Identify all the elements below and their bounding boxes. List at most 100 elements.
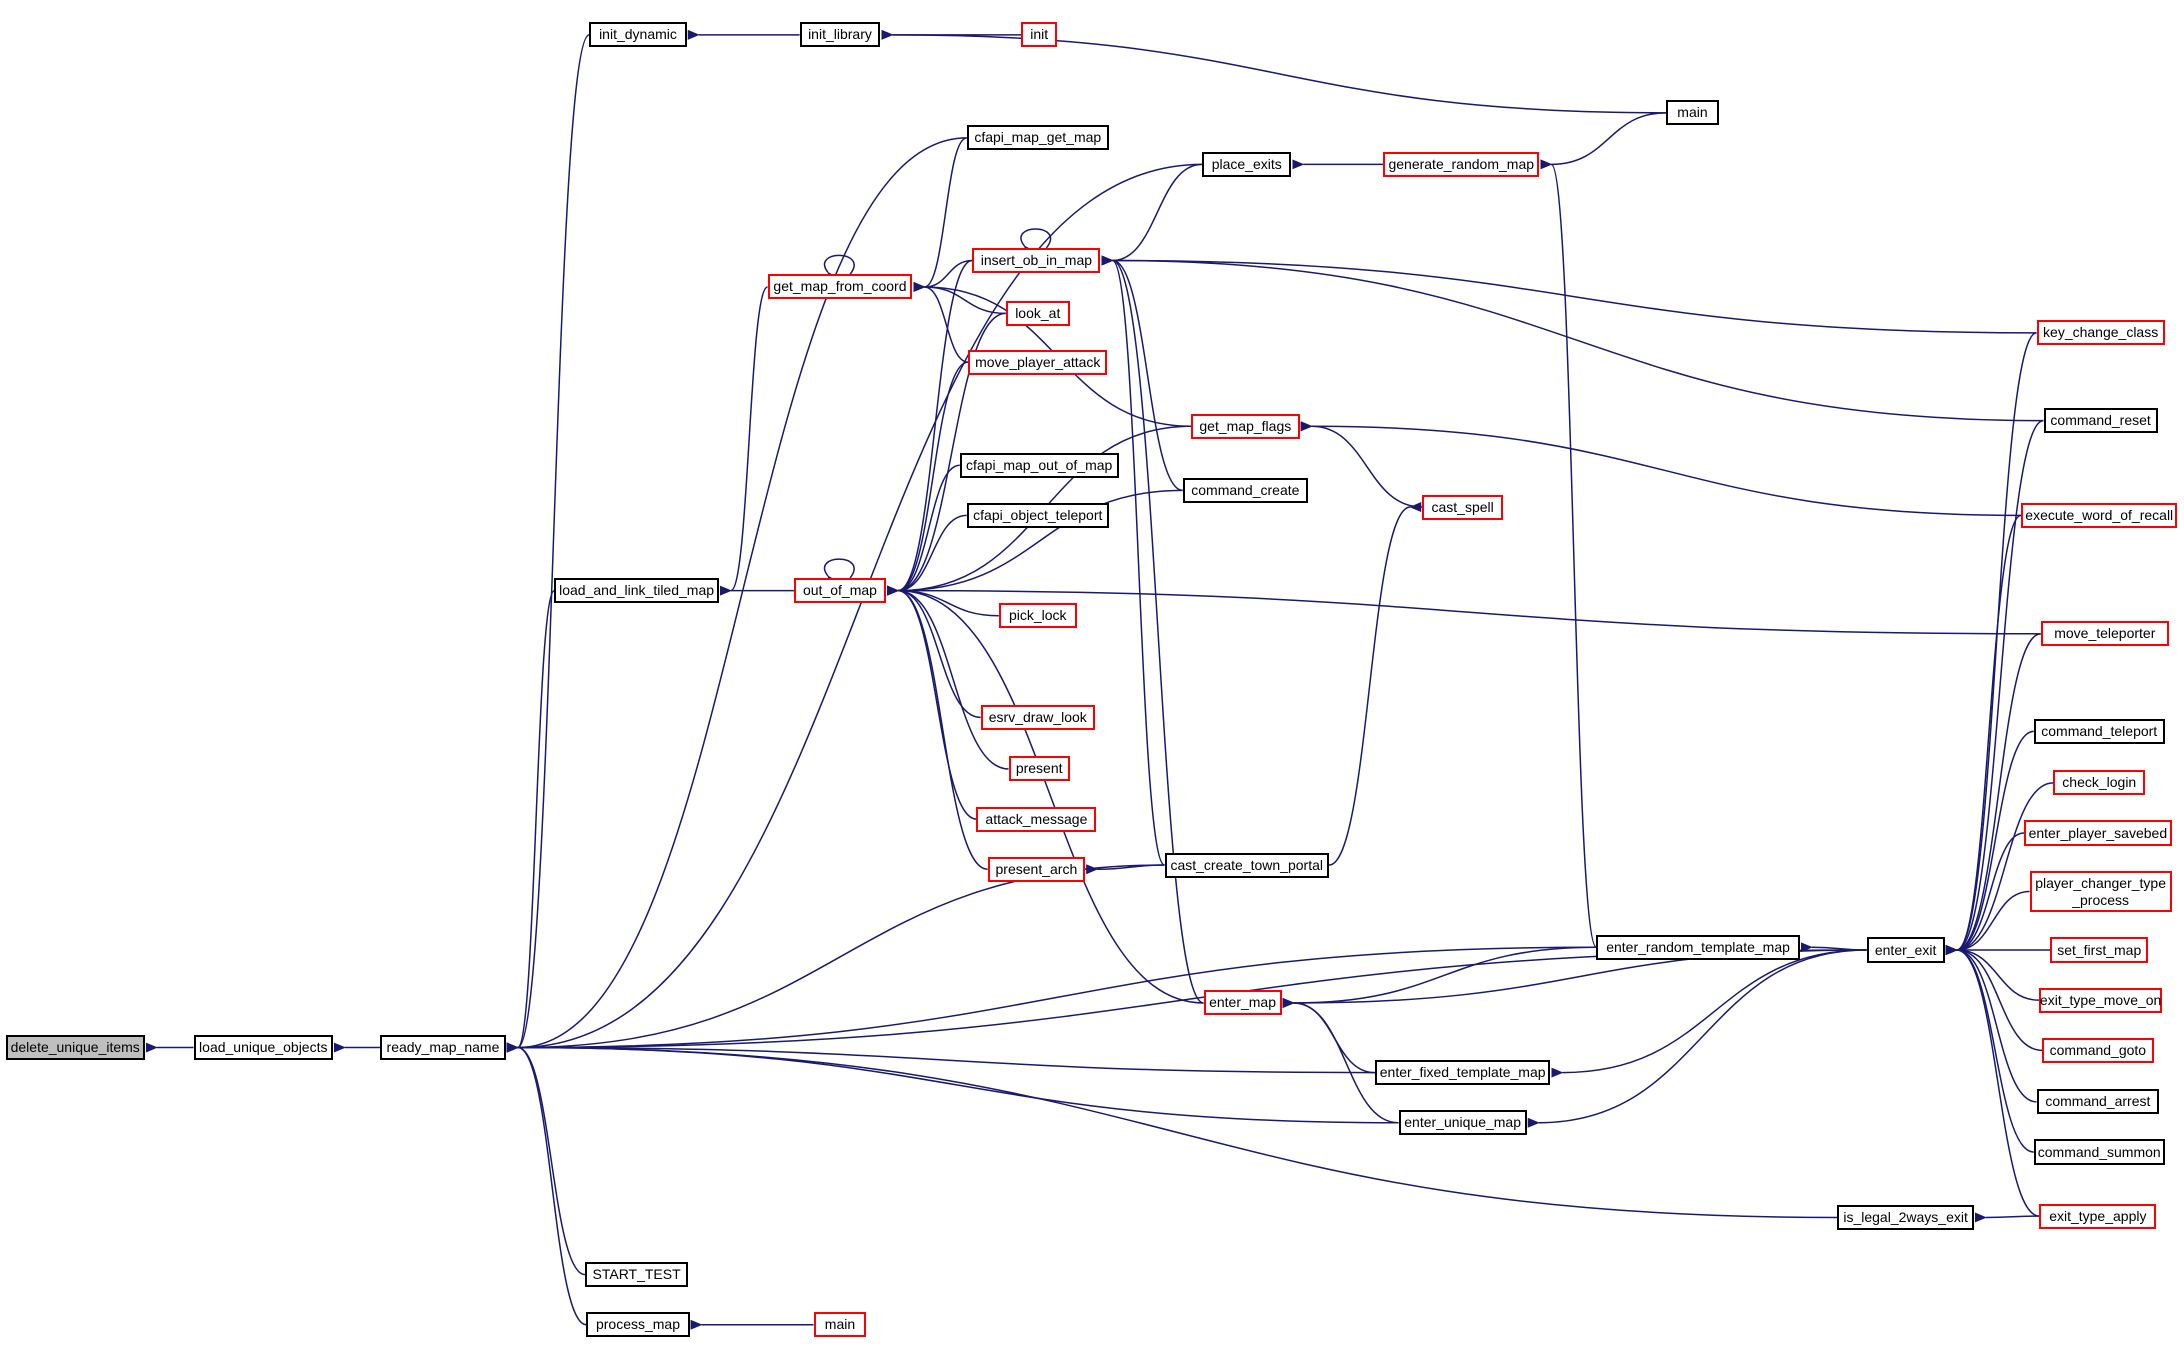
edge-insert-ob-in-map-to-out-of-map [886,259,973,596]
edge-look-at-to-out-of-map [886,312,1006,596]
edge-command-create-to-insert-ob-in-map [1101,255,1183,492]
edge-load-and-link-tiled-map-to-ready-map-name [506,589,556,1053]
node-enter-random-template-map[interactable]: enter_random_template_map [1596,934,1800,960]
edge-get-map-from-coord-to-get-map-from-coord [823,254,855,285]
edge-enter-map-to-insert-ob-in-map [1101,255,1204,1004]
node-attack-message[interactable]: attack_message [976,806,1097,832]
node-START-TEST[interactable]: START_TEST [585,1262,689,1288]
node-move-player-attack[interactable]: move_player_attack [968,349,1108,375]
node-cfapi-map-get-map[interactable]: cfapi_map_get_map [966,125,1109,151]
node-enter-exit[interactable]: enter_exit [1866,937,1945,963]
edge-cfapi-map-get-map-to-ready-map-name [506,137,967,1053]
edge-enter-random-template-map-to-generate-random-map [1540,158,1598,948]
node-main-bottom[interactable]: main [813,1312,867,1338]
node-load-and-link-tiled-map[interactable]: load_and_link_tiled_map [554,578,719,604]
node-check-login[interactable]: check_login [2053,770,2146,796]
node-init-library[interactable]: init_library [799,22,881,48]
node-set-first-map[interactable]: set_first_map [2050,937,2148,963]
edge-esrv-draw-look-to-out-of-map [886,585,981,719]
node-esrv-draw-look[interactable]: esrv_draw_look [980,704,1095,730]
edge-enter-map-to-out-of-map [886,585,1204,1004]
edge-exit-type-apply-to-is-legal-2ways-exit [1974,1212,2040,1223]
node-load-unique-objects[interactable]: load_unique_objects [193,1034,333,1061]
node-execute-word-of-recall[interactable]: execute_word_of_recall [2021,502,2178,528]
edge-get-map-from-coord-to-load-and-link-tiled-map [719,286,769,596]
edge-main-top-to-generate-random-map [1540,112,1667,170]
node-cast-spell[interactable]: cast_spell [1422,494,1504,520]
node-out-of-map[interactable]: out_of_map [794,578,886,604]
node-get-map-from-coord[interactable]: get_map_from_coord [767,274,913,300]
edge-command-reset-to-enter-exit [1945,419,2044,956]
node-command-goto[interactable]: command_goto [2042,1037,2154,1063]
edge-look-at-to-get-map-from-coord [913,281,1006,315]
node-process-map[interactable]: process_map [586,1312,690,1338]
edge-present-arch-to-out-of-map [886,585,988,870]
edge-enter-unique-map-to-enter-map [1282,997,1399,1124]
node-delete-unique-items[interactable]: delete_unique_items [5,1034,145,1061]
edge-cast-create-town-portal-to-cast-spell [1328,501,1422,866]
node-place-exits[interactable]: place_exits [1202,151,1292,177]
node-player-changer-type-process[interactable]: player_changer_type _process [2029,870,2172,913]
node-exit-type-move-on[interactable]: exit_type_move_on [2039,987,2162,1013]
edge-cast-create-town-portal-to-present-arch [1086,864,1165,875]
node-cfapi-map-out-of-map[interactable]: cfapi_map_out_of_map [959,452,1119,478]
edge-move-teleporter-to-enter-exit [1945,633,2041,956]
node-command-create[interactable]: command_create [1182,477,1309,503]
edge-attack-message-to-out-of-map [886,585,977,820]
node-cfapi-object-teleport[interactable]: cfapi_object_teleport [966,502,1109,528]
node-present-arch[interactable]: present_arch [987,856,1086,882]
edge-command-create-to-out-of-map [886,489,1183,596]
node-present[interactable]: present [1008,756,1070,782]
node-get-map-flags[interactable]: get_map_flags [1191,413,1300,439]
node-command-arrest[interactable]: command_arrest [2036,1089,2160,1115]
node-cast-create-town-portal[interactable]: cast_create_town_portal [1164,852,1329,878]
edge-command-goto-to-enter-exit [1945,945,2043,1052]
edge-move-teleporter-to-out-of-map [886,585,2041,635]
edge-enter-exit-to-enter-fixed-template-map [1551,949,1867,1078]
node-enter-fixed-template-map[interactable]: enter_fixed_template_map [1374,1060,1551,1086]
edge-out-of-map-to-out-of-map [823,558,855,588]
edge-place-exits-to-ready-map-name [506,163,1203,1053]
node-enter-unique-map[interactable]: enter_unique_map [1398,1110,1527,1136]
node-ready-map-name[interactable]: ready_map_name [380,1034,506,1061]
node-command-teleport[interactable]: command_teleport [2033,718,2165,744]
edge-enter-random-template-map-to-enter-map [1282,946,1597,1008]
edge-move-player-attack-to-out-of-map [886,361,969,596]
node-is-legal-2ways-exit[interactable]: is_legal_2ways_exit [1837,1204,1974,1230]
edge-command-summon-to-enter-exit [1945,944,2034,1153]
edge-move-player-attack-to-get-map-from-coord [913,281,969,363]
edge-init-dynamic-to-ready-map-name [506,34,590,1053]
node-enter-player-savebed[interactable]: enter_player_savebed [2024,820,2172,846]
edge-START-TEST-to-ready-map-name [506,1042,586,1276]
node-generate-random-map[interactable]: generate_random_map [1383,151,1540,177]
node-init-dynamic[interactable]: init_dynamic [589,22,687,48]
edge-present-to-out-of-map [886,585,1009,770]
node-enter-map[interactable]: enter_map [1203,990,1282,1016]
edge-command-arrest-to-enter-exit [1945,944,2037,1103]
node-insert-ob-in-map[interactable]: insert_ob_in_map [972,247,1101,274]
node-key-change-class[interactable]: key_change_class [2036,320,2165,346]
node-command-summon[interactable]: command_summon [2033,1139,2165,1165]
node-exit-type-apply[interactable]: exit_type_apply [2039,1203,2157,1229]
edge-enter-player-savebed-to-enter-exit [1945,832,2025,956]
edge-insert-ob-in-map-to-get-map-from-coord [913,259,973,292]
edge-process-map-to-ready-map-name [506,1042,587,1326]
node-command-reset[interactable]: command_reset [2043,408,2158,434]
edge-command-reset-to-insert-ob-in-map [1101,255,2044,422]
edge-place-exits-to-insert-ob-in-map [1101,163,1203,266]
edge-is-legal-2ways-exit-to-ready-map-name [506,1042,1838,1219]
node-pick-lock[interactable]: pick_lock [998,603,1077,629]
edge-cfapi-object-teleport-to-out-of-map [886,514,967,596]
node-look-at[interactable]: look_at [1005,300,1070,326]
node-main-top[interactable]: main [1666,100,1719,126]
node-move-teleporter[interactable]: move_teleporter [2040,621,2169,647]
edge-execute-word-of-recall-to-enter-exit [1945,514,2022,956]
edge-command-teleport-to-enter-exit [1945,730,2034,956]
edge-cast-create-town-portal-to-insert-ob-in-map [1101,255,1166,866]
node-init[interactable]: init [1021,22,1058,48]
edge-cfapi-map-get-map-to-get-map-from-coord [913,137,968,293]
edge-enter-exit-to-enter-unique-map [1527,949,1867,1128]
edge-main-top-to-init-library [881,29,1667,114]
edge-check-login-to-enter-exit [1945,782,2054,956]
